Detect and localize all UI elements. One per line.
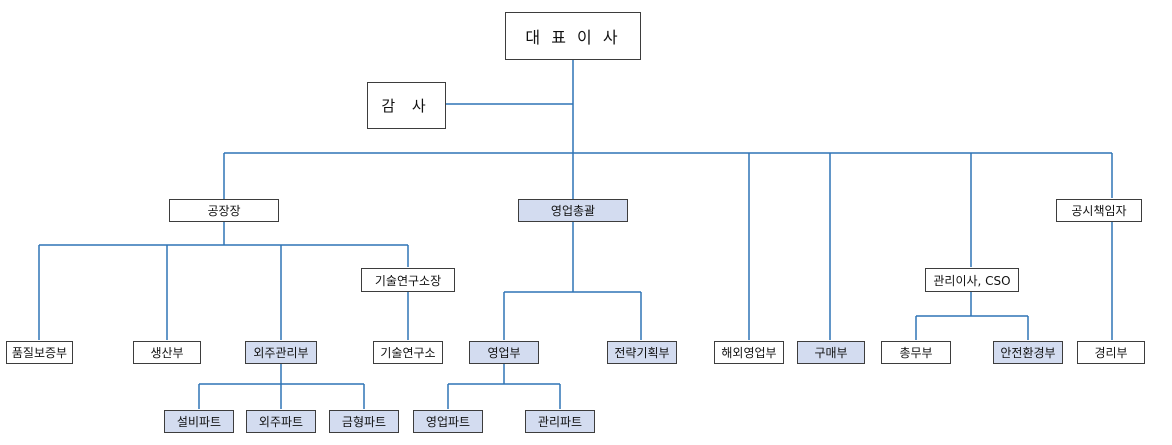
sales-dept-box: 영업부: [469, 341, 539, 364]
sales-part-box: 영업파트: [413, 410, 483, 433]
purchasing-dept-box: 구매부: [797, 341, 865, 364]
mold-part-box: 금형파트: [329, 410, 399, 433]
facility-part-box: 설비파트: [164, 410, 234, 433]
admin-director-box: 관리이사, CSO: [925, 268, 1019, 292]
audit-box: 감 사: [367, 82, 446, 129]
admin-part-box: 관리파트: [525, 410, 595, 433]
plant-manager-box: 공장장: [169, 199, 279, 222]
accounting-dept-box: 경리부: [1077, 341, 1145, 364]
rnd-director-box: 기술연구소장: [361, 268, 455, 292]
safety-env-dept-box: 안전환경부: [993, 341, 1063, 364]
strategy-dept-box: 전략기획부: [607, 341, 677, 364]
outsourcing-part-box: 외주파트: [246, 410, 316, 433]
production-dept-box: 생산부: [133, 341, 201, 364]
ceo-box: 대 표 이 사: [505, 12, 641, 60]
rnd-center-box: 기술연구소: [373, 341, 443, 364]
quality-dept-box: 품질보증부: [6, 341, 73, 364]
sales-head-box: 영업총괄: [518, 199, 628, 222]
general-affairs-dept-box: 총무부: [881, 341, 951, 364]
overseas-sales-dept-box: 해외영업부: [714, 341, 784, 364]
outsourcing-dept-box: 외주관리부: [245, 341, 317, 364]
disclosure-officer-box: 공시책임자: [1056, 199, 1142, 222]
